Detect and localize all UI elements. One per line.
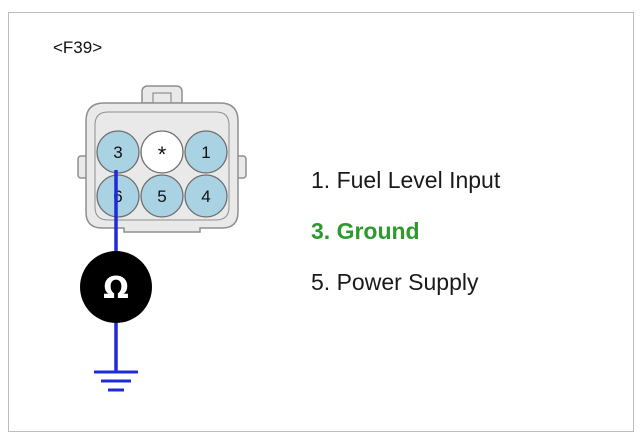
pin-6: 6 xyxy=(96,174,140,218)
pin-label: 3 xyxy=(113,143,122,162)
legend-item-ground: 3. Ground xyxy=(311,218,420,244)
ohm-symbol: Ω xyxy=(103,271,129,306)
connector-pins: 3 * 1 6 5 4 xyxy=(96,130,228,218)
legend-item-power-supply: 5. Power Supply xyxy=(311,269,479,295)
pin-label: * xyxy=(158,142,167,167)
pin-label: 5 xyxy=(157,187,166,206)
pin-3: 3 xyxy=(96,130,140,174)
pin-label: 1 xyxy=(201,143,210,162)
ground-icon xyxy=(94,370,138,392)
pin-label: 4 xyxy=(201,187,210,206)
ohmmeter-icon: Ω xyxy=(80,251,152,323)
pin-empty: * xyxy=(140,130,184,174)
connector-id-label: <F39> xyxy=(53,38,103,57)
legend-item-fuel-level-input: 1. Fuel Level Input xyxy=(311,167,501,193)
pin-legend: 1. Fuel Level Input 3. Ground 5. Power S… xyxy=(311,164,500,317)
pin-4: 4 xyxy=(184,174,228,218)
pin-1: 1 xyxy=(184,130,228,174)
pin-label: 6 xyxy=(113,187,122,206)
pin-5: 5 xyxy=(140,174,184,218)
